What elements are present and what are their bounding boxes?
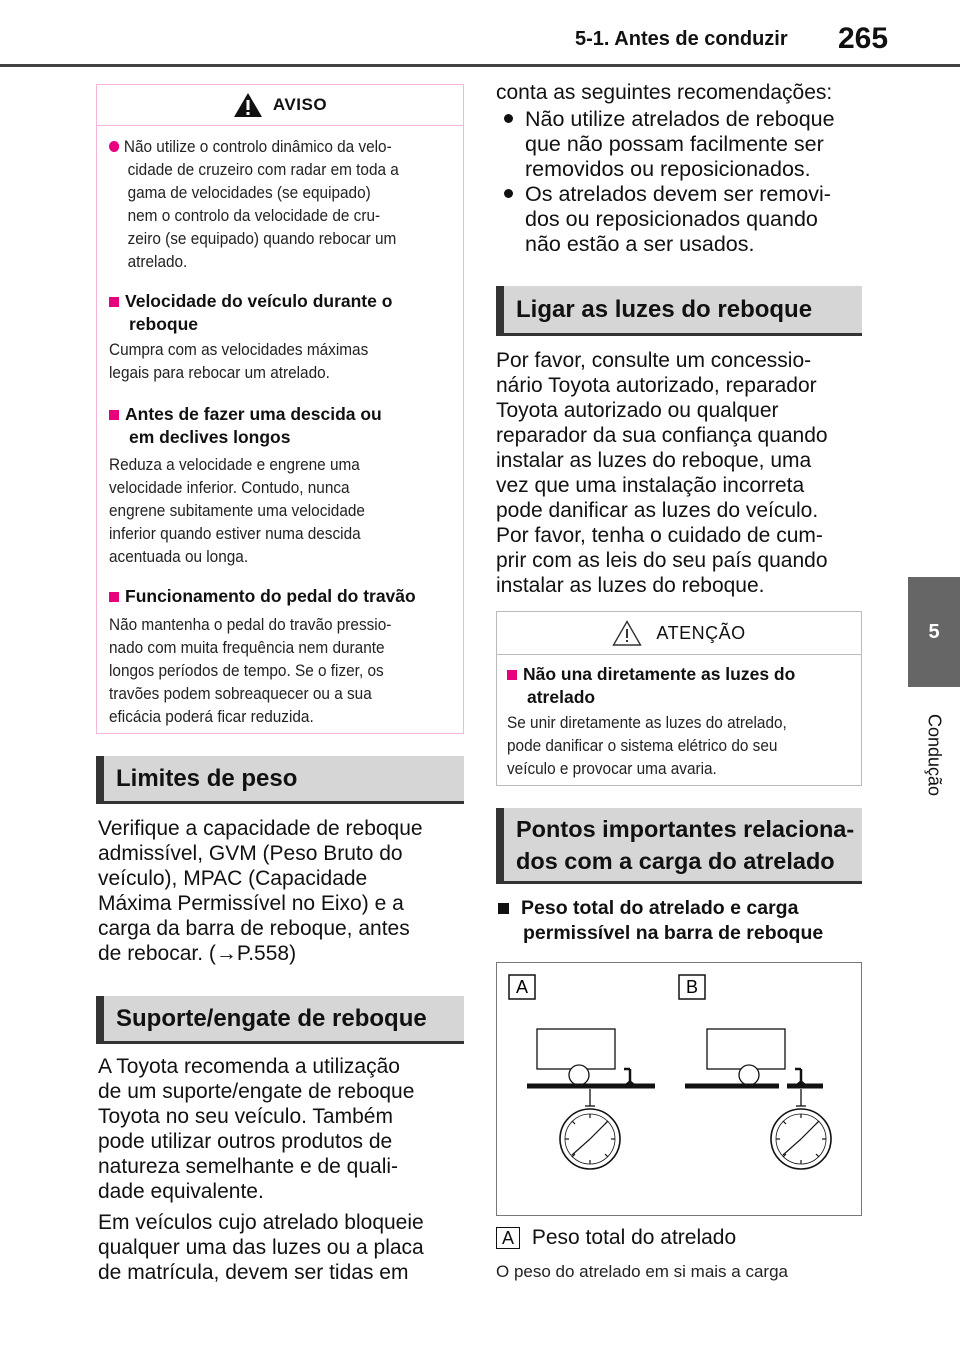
pink-bullet-icon [109,141,120,152]
trailer-weight-diagram: A B [496,962,862,1216]
weight-limits-text: Verifique a capacidade de reboque admiss… [98,817,423,965]
chapter-label-text: Condução [924,713,945,797]
chapter-label: Condução [904,700,960,810]
warning-section-title: Velocidade do veículo durante o reboque [109,290,445,336]
black-square-icon [498,903,509,914]
trailer-lights-text: Por favor, consulte um concessio- nário … [496,349,828,597]
caution-title: ATENÇÃO [656,622,746,643]
diagram-label-a: A [516,977,528,997]
header-rule [0,64,960,67]
warning-section-title: Funcionamento do pedal do travão [109,585,445,608]
diagram-scale-b [685,1028,832,1170]
hitch-text: A Toyota recomenda a utilização de um su… [98,1055,424,1284]
diagram-label-a-box [508,974,536,1000]
legend-label-a: A [496,1227,521,1249]
caution-section-title: Não una diretamente as luzes do atrelado [507,663,851,709]
warning-section-text: Cumpra com as velocidades máximas legais… [109,341,369,382]
warning-section-title: Antes de fazer uma descida ou em declive… [109,403,445,449]
heading-weight-limits: Limites de peso [96,756,464,804]
chapter-tab: 5 [908,577,960,687]
legend-item-a: A Peso total do atrelado [496,1226,736,1250]
trailer-weight-subheading: Peso total do atrelado e carga permissív… [498,896,868,946]
caution-header: ATENÇÃO [497,612,861,655]
recommendations-text: conta as seguintes recomendações: Não ut… [496,81,835,256]
pink-square-icon [109,592,119,602]
diagram-label-b-box [678,974,706,1000]
caution-box: ATENÇÃO Não una diretamente as luzes do … [496,611,862,786]
heading-hitch: Suporte/engate de reboque [96,996,464,1044]
heading-trailer-lights: Ligar as luzes do reboque [496,286,862,336]
warning-header: AVISO [97,85,463,126]
heading-trailer-load: Pontos importantes relaciona- dos com a … [496,808,862,884]
diagram-scale-a [527,1028,655,1170]
warning-title: AVISO [272,95,328,114]
warning-triangle-icon [233,93,262,117]
black-bullet-icon [504,114,513,123]
warning-box: AVISO Não utilize o controlo dinâmico da… [96,84,464,734]
section-title: 5-1. Antes de conduzir [575,28,788,50]
legend-text-a: Peso total do atrelado [531,1226,737,1249]
caution-triangle-icon [612,620,643,646]
pink-square-icon [109,410,119,420]
pink-square-icon [109,297,119,307]
legend-description: O peso do atrelado em si mais a carga [496,1262,788,1281]
pink-square-icon [507,670,517,680]
black-bullet-icon [504,189,513,198]
diagram-drawing: A B [508,974,832,1170]
diagram-label-b: B [686,977,698,997]
warning-section-text: Reduza a velocidade e engrene uma veloci… [109,456,365,566]
page-number: 265 [838,22,889,55]
caution-section-text: Se unir diretamente as luzes do atrelado… [507,714,787,778]
warning-bullet: Não utilize o controlo dinâmico da velo-… [109,136,444,274]
warning-section-text: Não mantenha o pedal do travão pressio- … [109,616,392,726]
